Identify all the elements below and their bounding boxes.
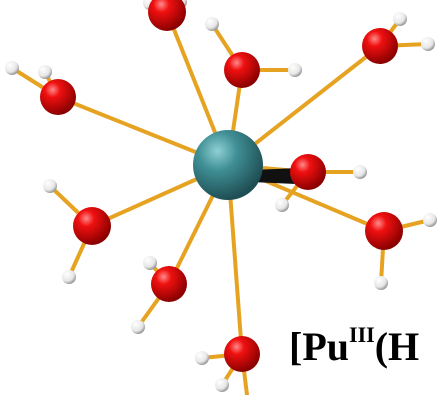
formula-tail: (H	[374, 324, 420, 369]
hydrogen-atom	[62, 270, 76, 284]
formula-open-bracket: [	[289, 324, 303, 369]
hydrogen-atom	[38, 65, 52, 79]
oxygen-atom	[148, 0, 186, 31]
hydrogen-atom	[205, 17, 219, 31]
hydrogen-atom	[374, 276, 388, 290]
oxygen-atom	[362, 28, 398, 64]
hydrogen-atom	[275, 198, 289, 212]
plutonium-atom	[193, 130, 263, 200]
oxygen-atom	[224, 336, 260, 372]
hydrogen-atom	[195, 351, 209, 365]
hydrogen-atom	[288, 63, 302, 77]
oxygen-atom	[40, 79, 76, 115]
oxygen-atom	[290, 154, 326, 190]
formula-oxidation-state: III	[349, 322, 375, 347]
hydrogen-atom	[393, 12, 407, 26]
hydrogen-atom	[43, 179, 57, 193]
oxygen-atom	[224, 52, 260, 88]
complex-formula-label: [PuIII(H	[289, 324, 419, 367]
hydrogen-atom	[131, 320, 145, 334]
oxygen-atom	[365, 212, 403, 250]
front-atoms	[40, 0, 403, 372]
oxygen-atom	[151, 266, 187, 302]
hydrogen-atom	[215, 378, 229, 392]
formula-element: Pu	[302, 324, 350, 369]
center-atom-group	[193, 130, 263, 200]
oxygen-atom	[73, 207, 111, 245]
hydrogen-atom	[353, 165, 367, 179]
hydrogen-atom	[421, 37, 435, 51]
bond-shadow	[252, 168, 300, 184]
hydrogen-atom	[423, 213, 437, 227]
hydrogen-atom	[143, 256, 157, 270]
hydrogen-atom	[5, 61, 19, 75]
